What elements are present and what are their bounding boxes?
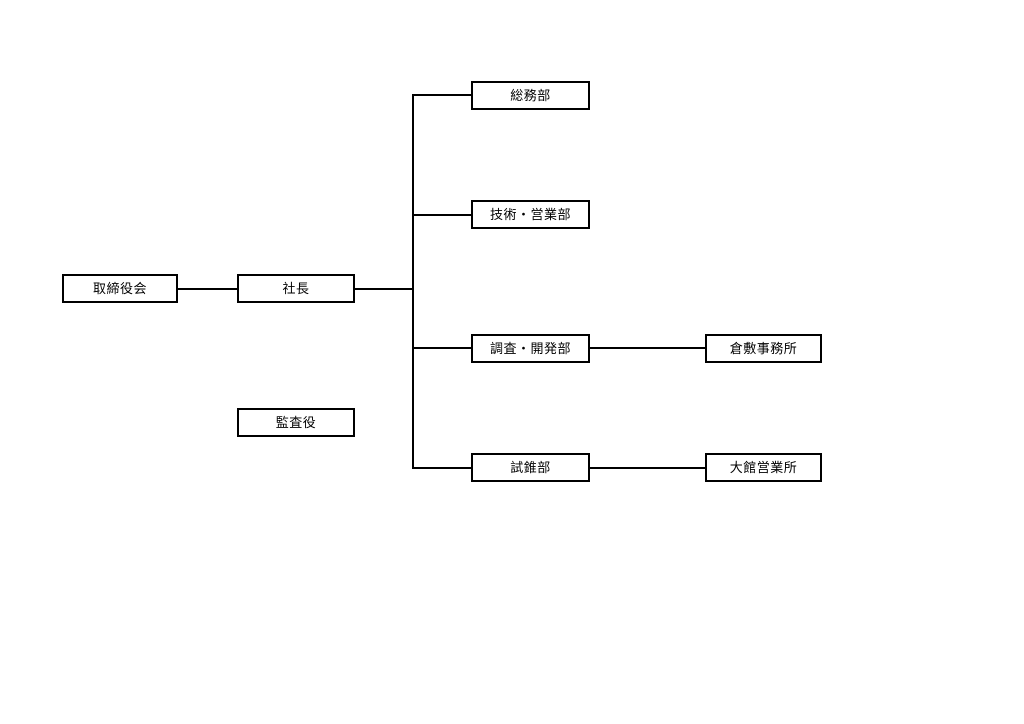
connector-president-trunk [355,288,413,290]
connector-trunk-vertical [412,94,414,469]
org-node-kurashiki-office: 倉敷事務所 [705,334,822,363]
org-node-odate-sales-office: 大館営業所 [705,453,822,482]
org-node-engineering-sales-dept: 技術・営業部 [471,200,590,229]
org-node-research-development-dept: 調査・開発部 [471,334,590,363]
org-node-board-of-directors: 取締役会 [62,274,178,303]
connector-trunk-general-affairs [413,94,471,96]
connector-trunk-engineering-sales [413,214,471,216]
org-node-president: 社長 [237,274,355,303]
connector-trunk-drilling [413,467,471,469]
connector-drilling-odate [590,467,705,469]
connector-board-president [178,288,237,290]
org-node-drilling-dept: 試錐部 [471,453,590,482]
connector-trunk-research-development [413,347,471,349]
connector-research-kurashiki [590,347,705,349]
org-node-auditor: 監査役 [237,408,355,437]
org-node-general-affairs-dept: 総務部 [471,81,590,110]
